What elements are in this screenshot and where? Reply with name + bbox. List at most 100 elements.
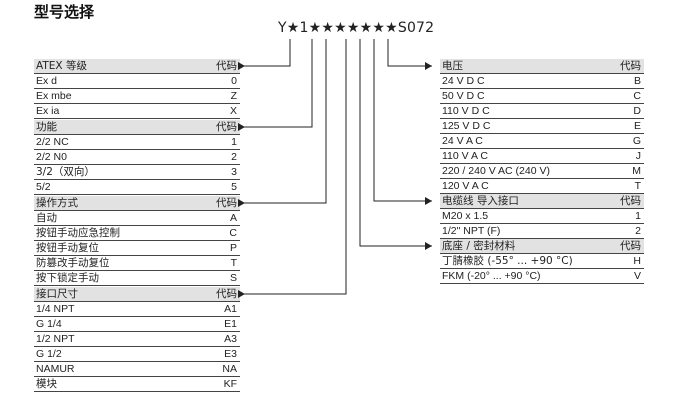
row-label: 3/2（双向） xyxy=(36,166,95,178)
page-title: 型号选择 xyxy=(34,3,95,21)
cable-header: 电缆线 导入接口 代码 xyxy=(440,194,644,209)
table-row: NAMUR NA xyxy=(34,362,240,377)
row-code: 0 xyxy=(231,75,237,87)
row-code: 2 xyxy=(231,151,237,163)
row-code: 2 xyxy=(635,225,641,237)
row-code: E1 xyxy=(224,318,237,330)
row-code: KF xyxy=(223,378,237,390)
row-code: T xyxy=(230,257,237,269)
row-code: 1 xyxy=(635,210,641,222)
row-code: A1 xyxy=(224,303,237,315)
row-code: M xyxy=(632,165,641,177)
row-label: 120 V A C xyxy=(442,180,489,192)
table-row: FKM (-20° ... +90 °C) V xyxy=(440,269,644,284)
table-row: 3/2（双向） 3 xyxy=(34,165,240,180)
row-label: 1/2" NPT (F) xyxy=(442,225,501,237)
row-label: 5/2 xyxy=(36,181,51,193)
cable-connector xyxy=(373,39,432,205)
function-header-label: 功能 xyxy=(36,121,57,133)
port-header: 接口尺寸 代码 xyxy=(34,287,240,302)
table-row: G 1/4 E1 xyxy=(34,317,240,332)
row-label: 模块 xyxy=(36,378,57,390)
table-row: 220 / 240 V AC (240 V) M xyxy=(440,164,644,179)
row-label: Ex d xyxy=(36,75,58,87)
atex-header-code: 代码 xyxy=(216,60,237,72)
row-code: H xyxy=(633,255,641,267)
table-row: 丁腈橡胶 (-55° ... +90 °C) H xyxy=(440,254,644,269)
row-code: NA xyxy=(222,363,237,375)
table-row: 防篡改手动复位 T xyxy=(34,256,240,271)
row-code: E3 xyxy=(224,348,237,360)
seal-header-code: 代码 xyxy=(620,240,641,252)
row-label: 24 V A C xyxy=(442,135,483,147)
row-code: B xyxy=(633,75,641,87)
row-code: S xyxy=(229,272,237,284)
row-label: 125 V D C xyxy=(442,120,491,132)
row-code: D xyxy=(633,105,641,117)
row-label: G 1/2 xyxy=(36,348,62,360)
row-label: 自动 xyxy=(36,212,57,224)
row-label: 1/4 NPT xyxy=(36,303,75,315)
row-code: T xyxy=(634,180,641,192)
row-code: 5 xyxy=(231,181,237,193)
table-row: 按钮手动复位 P xyxy=(34,241,240,256)
seal-table: 底座 / 密封材料 代码 丁腈橡胶 (-55° ... +90 °C) H FKM… xyxy=(440,239,644,284)
table-row: Ex d 0 xyxy=(34,74,240,89)
row-code: C xyxy=(229,227,237,239)
port-header-code: 代码 xyxy=(216,288,237,300)
voltage-header-code: 代码 xyxy=(620,60,641,72)
seal-header-label: 底座 / 密封材料 xyxy=(442,240,516,252)
table-row: 2/2 N0 2 xyxy=(34,150,240,165)
row-label: NAMUR xyxy=(36,363,75,375)
model-code: Y★1★★★★★★★S072 xyxy=(278,20,435,36)
row-label: 防篡改手动复位 xyxy=(36,257,110,269)
port-connector xyxy=(238,39,347,298)
table-row: 1/4 NPT A1 xyxy=(34,302,240,317)
cable-header-label: 电缆线 导入接口 xyxy=(442,195,519,207)
row-label: 110 V D C xyxy=(442,105,490,117)
row-label: FKM (-20° ... +90 °C) xyxy=(442,270,541,282)
row-label: Ex ia xyxy=(36,105,60,117)
atex-header-label: ATEX 等级 xyxy=(36,60,87,72)
row-label: 丁腈橡胶 (-55° ... +90 °C) xyxy=(442,255,573,267)
row-code: V xyxy=(633,270,641,282)
table-row: Ex ia X xyxy=(34,104,240,119)
cable-header-code: 代码 xyxy=(620,195,641,207)
table-row: 1/2" NPT (F) 2 xyxy=(440,224,644,239)
table-row: 24 V A C G xyxy=(440,134,644,149)
row-label: 50 V D C xyxy=(442,90,485,102)
atex-header: ATEX 等级 代码 xyxy=(34,59,240,74)
row-label: 2/2 N0 xyxy=(36,151,67,163)
row-code: G xyxy=(632,135,641,147)
seal-header: 底座 / 密封材料 代码 xyxy=(440,239,644,254)
table-row: 5/2 5 xyxy=(34,180,240,195)
row-label: Ex mbe xyxy=(36,90,72,102)
row-code: J xyxy=(635,150,641,162)
row-code: 3 xyxy=(231,166,237,178)
voltage-connector xyxy=(387,39,432,70)
row-code: X xyxy=(229,105,237,117)
table-row: 110 V D C D xyxy=(440,104,644,119)
seal-connector xyxy=(359,39,432,250)
row-code: E xyxy=(633,120,641,132)
row-label: G 1/4 xyxy=(36,318,62,330)
row-label: 220 / 240 V AC (240 V) xyxy=(442,165,550,177)
row-label: 1/2 NPT xyxy=(36,333,75,345)
table-row: 120 V A C T xyxy=(440,179,644,194)
voltage-header-label: 电压 xyxy=(442,60,463,72)
operation-header-code: 代码 xyxy=(216,197,237,209)
row-label: 按钮手动复位 xyxy=(36,242,99,254)
row-code: P xyxy=(229,242,237,254)
table-row: 模块 KF xyxy=(34,377,240,392)
